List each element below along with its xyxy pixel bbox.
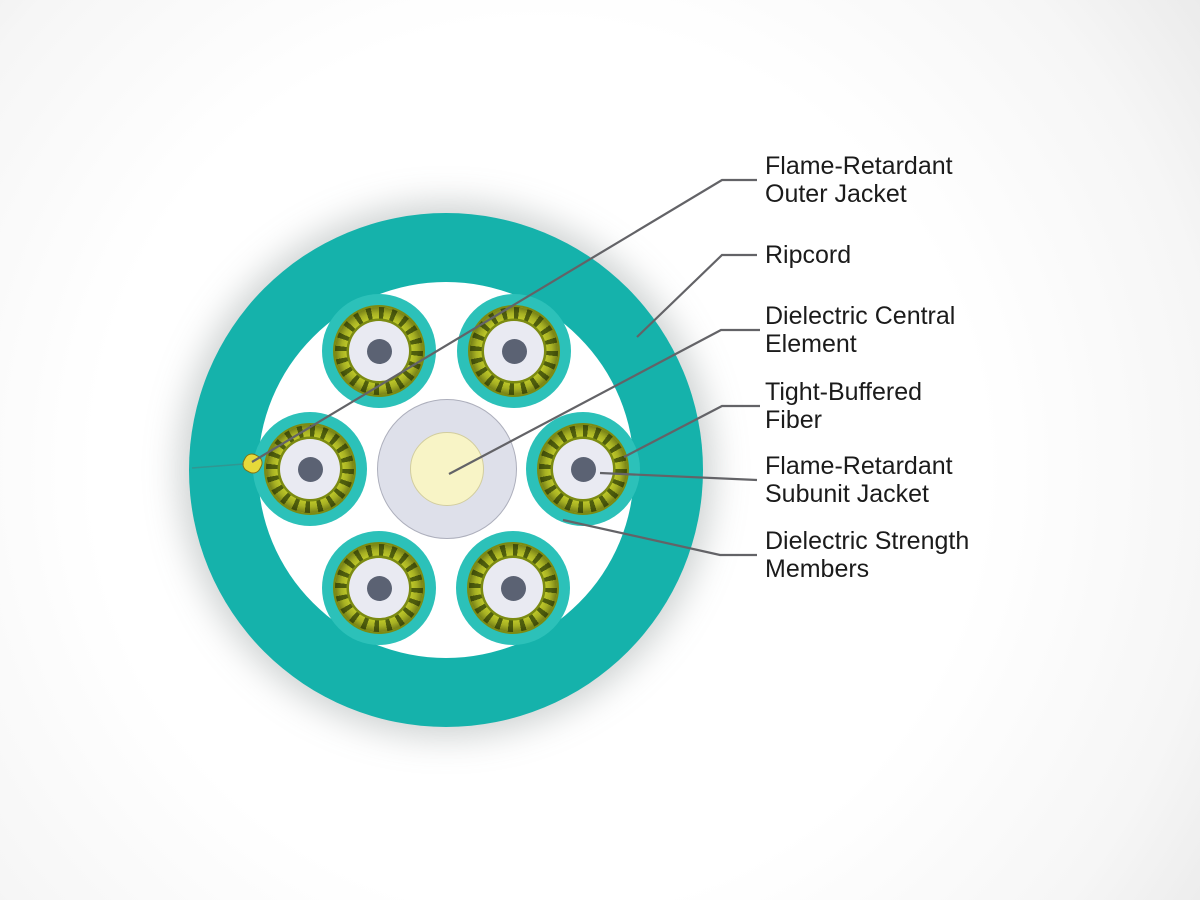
dielectric-central-element bbox=[377, 399, 517, 539]
fiber-core bbox=[501, 338, 527, 364]
subunit-bottom-left bbox=[322, 531, 436, 645]
fiber-core bbox=[570, 456, 596, 482]
tight-buffered-fiber bbox=[349, 558, 409, 618]
strength-members-ring bbox=[333, 542, 425, 634]
tight-buffered-fiber bbox=[280, 439, 340, 499]
fiber-core bbox=[297, 456, 323, 482]
label-ripcord: Ripcord bbox=[765, 241, 852, 269]
fiber-core bbox=[366, 338, 392, 364]
label-strength-members: Dielectric Strength Members bbox=[765, 527, 970, 583]
subunit-bottom-right bbox=[456, 531, 570, 645]
strength-members-ring bbox=[537, 423, 629, 515]
label-tight-buffered-fiber: Tight-Buffered Fiber bbox=[765, 378, 923, 434]
central-element-core bbox=[410, 432, 484, 506]
fiber-core bbox=[366, 575, 392, 601]
label-central-element: Dielectric Central Element bbox=[765, 302, 956, 358]
label-outer-jacket: Flame-Retardant Outer Jacket bbox=[765, 152, 953, 208]
strength-members-ring bbox=[333, 305, 425, 397]
fiber-core bbox=[500, 575, 526, 601]
subunit-right bbox=[526, 412, 640, 526]
tight-buffered-fiber bbox=[484, 321, 544, 381]
tight-buffered-fiber bbox=[349, 321, 409, 381]
subunit-left bbox=[253, 412, 367, 526]
label-subunit-jacket: Flame-Retardant Subunit Jacket bbox=[765, 452, 953, 508]
subunit-top-right bbox=[457, 294, 571, 408]
strength-members-ring bbox=[468, 305, 560, 397]
tight-buffered-fiber bbox=[553, 439, 613, 499]
strength-members-ring bbox=[467, 542, 559, 634]
tight-buffered-fiber bbox=[483, 558, 543, 618]
strength-members-ring bbox=[264, 423, 356, 515]
subunit-top-left bbox=[322, 294, 436, 408]
